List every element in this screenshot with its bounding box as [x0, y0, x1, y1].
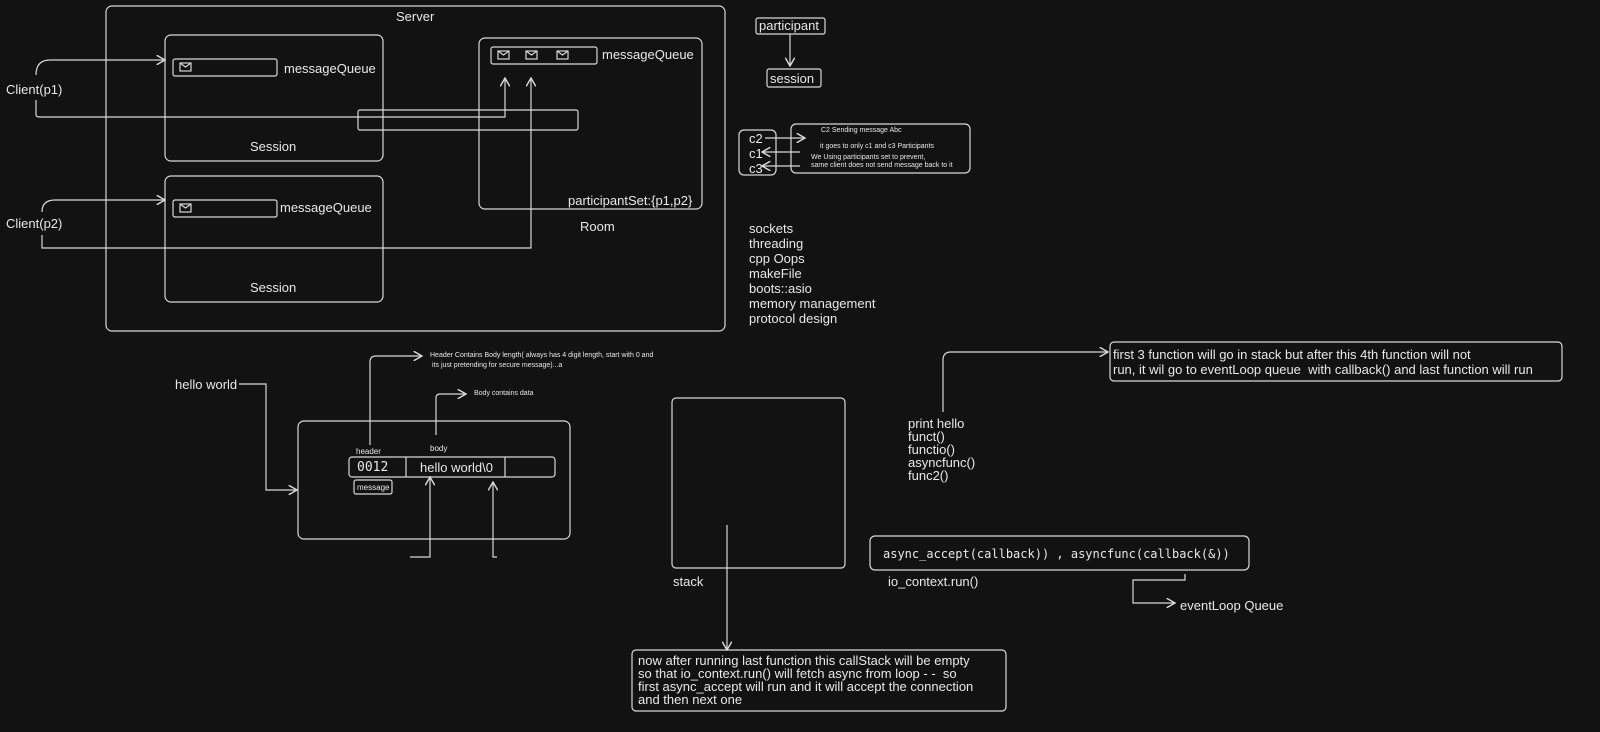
participant-set-label: participantSet:{p1,p2} — [568, 193, 693, 208]
header-note: its just pretending for secure message).… — [432, 362, 563, 369]
list-item: so that io_context.run() will fetch asyn… — [638, 666, 957, 681]
client-c1: c1 — [749, 146, 763, 161]
list-item: functio() — [908, 442, 955, 457]
list-item: cpp Oops — [749, 251, 805, 266]
message-queue-label: messageQueue — [280, 200, 372, 215]
broadcast-note: it goes to only c1 and c3 Participants — [820, 143, 935, 150]
list-item: and then next one — [638, 692, 743, 707]
client-c3: c3 — [749, 161, 763, 176]
list-item: func2() — [908, 468, 949, 483]
header-label: header — [356, 447, 381, 456]
header-note: Header Contains Body length( always has … — [430, 352, 654, 359]
io-context-run: io_context.run() — [888, 574, 979, 589]
session-legend-label: session — [770, 71, 815, 86]
list-item: funct() — [908, 429, 945, 444]
session-label: Session — [250, 280, 297, 295]
client-c2: c2 — [749, 131, 763, 146]
message-queue-label: messageQueue — [602, 47, 694, 62]
stack-note: now after running last function this cal… — [638, 654, 973, 706]
room-box — [478, 37, 703, 210]
message-label: message — [357, 483, 390, 492]
server-box — [105, 5, 726, 332]
list-item: asyncfunc() — [908, 455, 976, 470]
list-item: run, it wil go to eventLoop queue with c… — [1113, 362, 1533, 377]
broadcast-note: same client does not send message back t… — [811, 162, 953, 169]
broadcast-note: We Using participants set to prevent, — [811, 154, 926, 161]
list-item: first 3 function will go in stack but af… — [1113, 347, 1471, 362]
participant-label: participant — [759, 18, 819, 33]
body-note: Body contains data — [474, 390, 534, 397]
stack-box — [671, 397, 846, 569]
broadcast-note: C2 Sending message Abc — [821, 127, 902, 134]
list-item: memory management — [749, 296, 876, 311]
mail-icon — [556, 50, 569, 60]
list-item: first async_accept will run and it will … — [638, 679, 974, 694]
list-item: now after running last function this cal… — [638, 653, 970, 668]
input-text: hello world — [175, 377, 238, 392]
mail-icon — [179, 62, 192, 72]
list-item: threading — [749, 236, 804, 251]
event-loop-queue: eventLoop Queue — [1180, 598, 1284, 613]
session-label: Session — [250, 139, 297, 154]
async-code: async_accept(callback)) , asyncfunc(call… — [883, 547, 1230, 561]
header-value: 0012 — [357, 460, 389, 475]
session-box-2 — [164, 175, 384, 303]
client-p2: Client(p2) — [6, 216, 63, 231]
list-item: protocol design — [749, 311, 838, 326]
list-item: print hello — [908, 416, 965, 431]
mail-icon — [497, 50, 510, 60]
message-queue-label: messageQueue — [284, 61, 376, 76]
list-item: sockets — [749, 221, 794, 236]
client-p1: Client(p1) — [6, 82, 63, 97]
session-box-1 — [164, 34, 384, 162]
list-item: boots::asio — [749, 281, 812, 296]
function-note: first 3 function will go in stack but af… — [1113, 347, 1533, 377]
list-item: makeFile — [749, 266, 802, 281]
body-label: body — [430, 444, 448, 453]
stack-label: stack — [673, 574, 704, 589]
mail-icon — [525, 50, 538, 60]
mail-icon — [179, 203, 192, 213]
server-title: Server — [396, 9, 435, 24]
body-value: hello world\0 — [420, 460, 493, 475]
room-label: Room — [580, 219, 615, 234]
